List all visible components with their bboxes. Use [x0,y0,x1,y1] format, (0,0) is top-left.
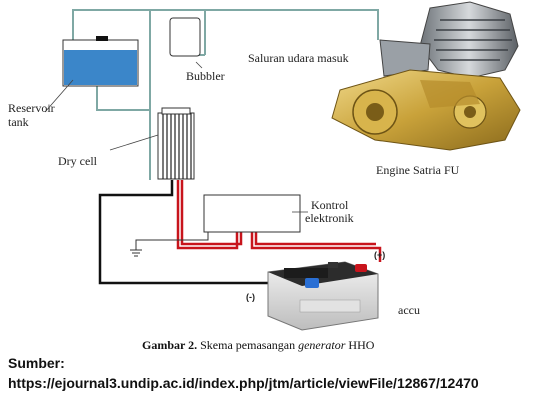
caption-text: Skema pemasangan [197,338,298,352]
source-url: https://ejournal3.undip.ac.id/index.php/… [8,375,479,391]
bubbler-label: Bubbler [186,69,225,83]
bubbler [169,17,201,57]
caption-suffix: HHO [345,338,374,352]
negative-wire [98,180,280,285]
dry-cell-label: Dry cell [58,154,98,168]
reservoir-label-2: tank [8,115,29,129]
control-label-2: elektronik [305,211,354,225]
accu-label: accu [398,303,420,317]
dry-cell [157,107,195,180]
control-box [203,194,308,233]
engine-label: Engine Satria FU [376,163,460,177]
minus-terminal-label: (-) [246,292,255,302]
source-label: Sumber: [8,355,65,371]
engine [331,1,521,151]
ground-wire [130,232,209,257]
battery [267,261,379,331]
control-label-1: Kontrol [311,198,349,212]
caption-prefix: Gambar 2. [142,338,197,352]
plus-terminal-label: (+) [374,250,385,260]
positive-wires [176,180,382,262]
caption-italic: generator [298,338,346,352]
figure-caption: Gambar 2. Skema pemasangan generator HHO [142,338,375,352]
air-intake-label: Saluran udara masuk [248,51,349,65]
label-pointers [44,61,203,151]
reservoir-label-1: Reservoir [8,101,55,115]
hose-lines [72,9,379,180]
reservoir-tank [62,36,139,87]
